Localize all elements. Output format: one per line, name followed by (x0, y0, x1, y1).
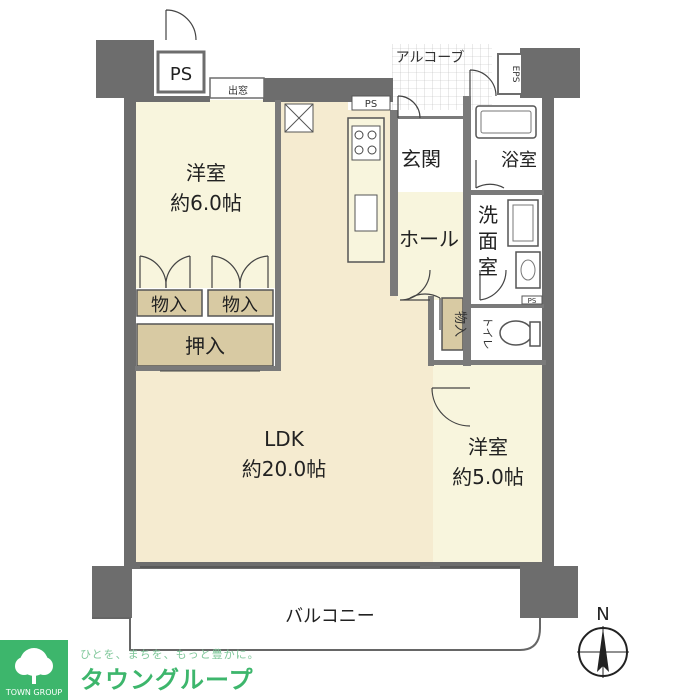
logo-caption: TOWN GROUP (5, 688, 63, 697)
closet-a (136, 289, 203, 317)
windows (140, 370, 520, 568)
closet-b-label: 物入 (222, 295, 258, 316)
doors (139, 9, 507, 427)
washroom-label-2: 面 (478, 229, 498, 253)
tree-logo-icon (15, 648, 53, 684)
sink (354, 194, 378, 232)
hall-floor (397, 192, 463, 300)
genkan-floor (397, 118, 463, 192)
genkan-label: 玄関 (401, 147, 441, 171)
cooktop (351, 125, 381, 161)
oshiire-label: 押入 (185, 334, 225, 358)
burner-icon (354, 145, 364, 155)
western-room-6-name: 洋室 (186, 161, 226, 185)
oshiire (136, 323, 274, 367)
western-room-5-size: 約5.0帖 (452, 465, 524, 489)
hall-label: ホール (399, 227, 459, 251)
bay-window (209, 77, 265, 99)
compass: N (577, 604, 629, 678)
closet-a-label: 物入 (151, 295, 187, 316)
ps-kitchen-label: PS (365, 99, 377, 110)
balcony-outline (92, 617, 541, 651)
western-room-5-floor (433, 362, 543, 567)
closet-b (207, 289, 274, 317)
wash-basin (515, 251, 541, 289)
toilet-bowl (499, 320, 533, 346)
burner-icon (367, 145, 377, 155)
western-room-6-floor (135, 100, 275, 288)
ps-kitchen-box (351, 95, 391, 111)
brand-name: タウングループ (80, 666, 254, 694)
ldk-size: 約20.0帖 (242, 457, 327, 481)
ps-wash-label: PS (528, 297, 537, 305)
outer-walls (92, 40, 580, 618)
eps-box (497, 53, 523, 95)
washroom-label-3: 室 (478, 255, 498, 279)
ps-top-label: PS (170, 64, 192, 85)
alcove-label: アルコーブ (396, 49, 465, 66)
eps-label: EPS (510, 66, 520, 83)
bathtub (475, 105, 537, 139)
demado-label: 出窓 (228, 84, 248, 97)
ps-box-top (156, 50, 206, 94)
washroom-label-1: 洗 (478, 203, 498, 227)
balcony-label: バルコニー (285, 606, 375, 627)
burner-icon (367, 130, 377, 140)
brand-logo: TOWN GROUP (0, 640, 68, 700)
brand-tagline: ひとを、まちを、もっと豊かに。 (80, 648, 260, 661)
burner-icon (354, 130, 364, 140)
ps-wash-box (521, 295, 543, 305)
western-room-6-size: 約6.0帖 (170, 191, 242, 215)
closet-hall-label: 物入 (452, 311, 467, 337)
ldk-name: LDK (264, 427, 305, 451)
western-room-5-name: 洋室 (468, 435, 508, 459)
compass-label: N (596, 604, 609, 625)
interior-walls (135, 96, 546, 371)
toilet-label: トイレ (481, 317, 494, 350)
bath-label: 浴室 (501, 150, 537, 171)
north-arrow-icon (597, 628, 609, 672)
